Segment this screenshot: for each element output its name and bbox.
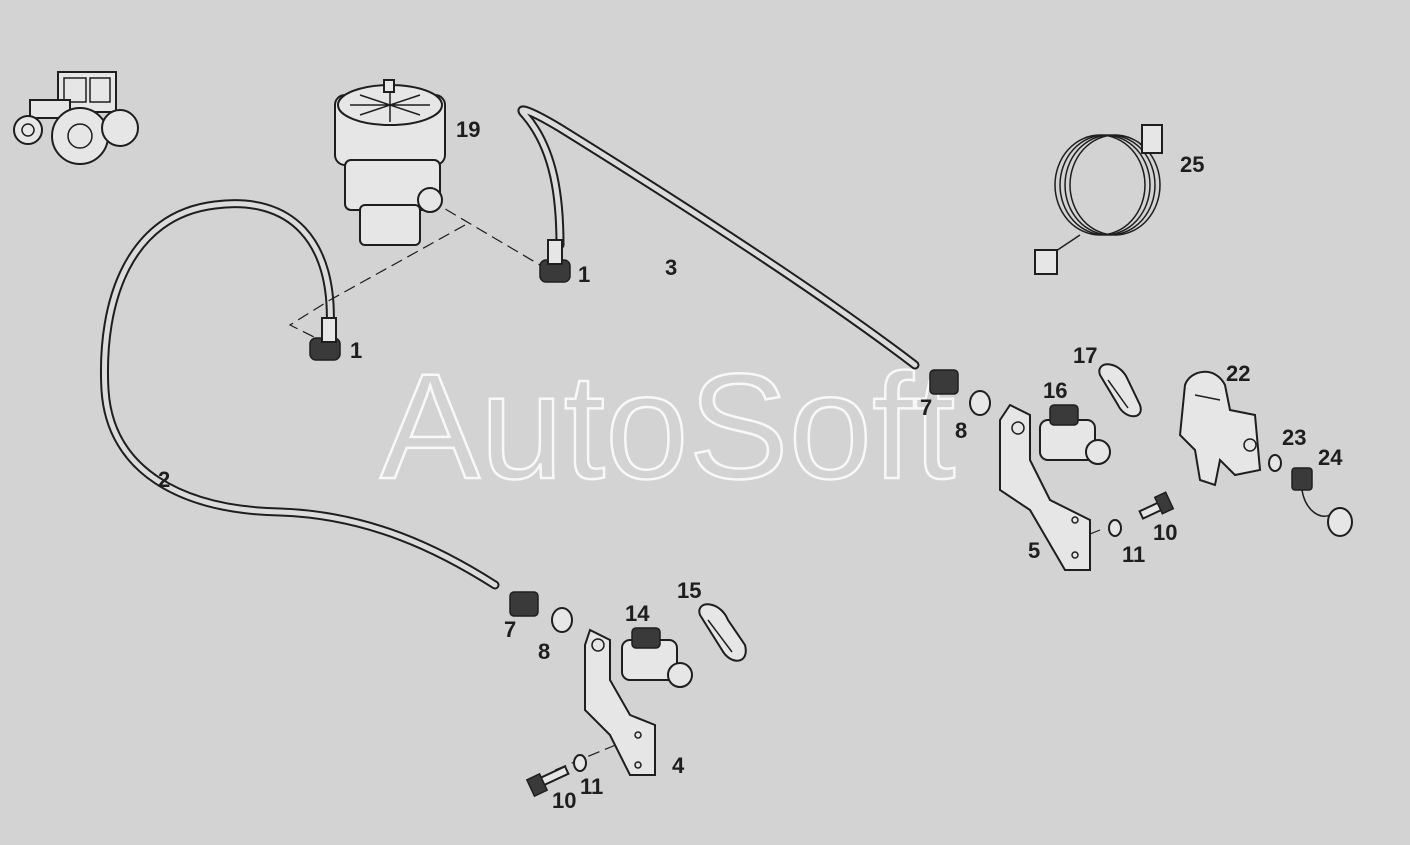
- callout-11-upper: 11: [1122, 542, 1145, 567]
- nut-7-lower: [509, 591, 539, 617]
- callout-1a: 1: [578, 262, 590, 287]
- plug-24: [1291, 467, 1353, 537]
- elbow-fitting-1b: [309, 317, 341, 361]
- callout-3: 3: [665, 255, 677, 280]
- seal-17: [1098, 363, 1142, 418]
- callout-24: 24: [1318, 445, 1343, 470]
- hose-2: [99, 199, 500, 590]
- nut-7-upper: [929, 369, 959, 395]
- callout-11-lower: 11: [580, 774, 603, 799]
- valve-19: [334, 79, 446, 246]
- washer-8-lower: [551, 607, 573, 633]
- coil-hose-25: [1034, 124, 1163, 275]
- callout-8-lower: 8: [538, 639, 550, 664]
- washer-11-upper: [1108, 519, 1122, 537]
- callout-16: 16: [1043, 378, 1067, 403]
- coupling-head-22: [1178, 370, 1262, 487]
- bracket-4: [584, 628, 656, 776]
- callout-22: 22: [1226, 361, 1250, 386]
- tractor-icon: [13, 71, 139, 165]
- coupling-head-14: [621, 627, 693, 688]
- callout-2: 2: [158, 467, 170, 492]
- callout-10-upper: 10: [1153, 520, 1177, 545]
- washer-8-upper: [969, 390, 991, 416]
- callout-25: 25: [1180, 152, 1204, 177]
- callout-4: 4: [672, 753, 685, 778]
- callout-23: 23: [1282, 425, 1306, 450]
- callout-17: 17: [1073, 343, 1097, 368]
- callout-15: 15: [677, 578, 701, 603]
- callout-7-upper: 7: [920, 395, 932, 420]
- callout-14: 14: [625, 601, 650, 626]
- watermark-text: AutoSoft: [380, 342, 955, 510]
- leader-19-to-1: [288, 224, 466, 341]
- washer-11-lower: [573, 754, 587, 772]
- bolt-10-lower: [525, 765, 570, 798]
- elbow-fitting-1a: [539, 239, 571, 283]
- callout-10-lower: 10: [552, 788, 576, 813]
- callout-1b: 1: [350, 338, 362, 363]
- hose-3: [517, 105, 920, 370]
- callout-8-upper: 8: [955, 418, 967, 443]
- callout-7-lower: 7: [504, 617, 516, 642]
- bolt-10-upper: [1138, 491, 1175, 520]
- o-ring-23: [1268, 454, 1282, 472]
- bracket-5: [999, 403, 1091, 571]
- seal-15: [698, 603, 747, 662]
- coupling-head-16: [1039, 404, 1111, 465]
- callout-5: 5: [1028, 538, 1040, 563]
- leader-19-to-1b: [429, 199, 541, 266]
- callout-19: 19: [456, 117, 480, 142]
